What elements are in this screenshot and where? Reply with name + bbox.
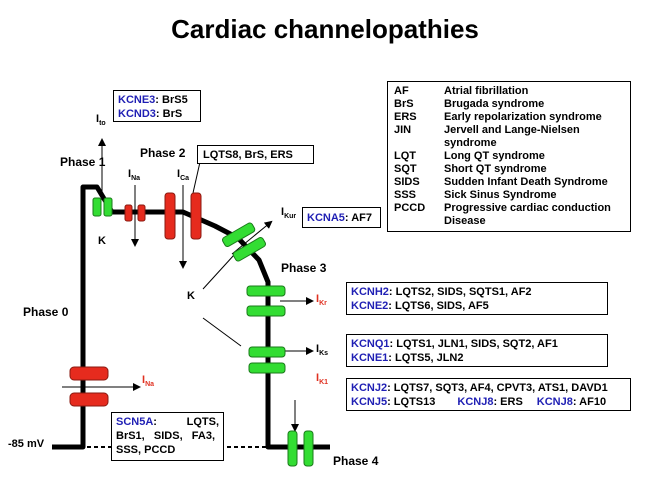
abbreviation-row: JIN Jervell and Lange-Nielsen syndrome bbox=[394, 124, 624, 150]
abbreviation-meaning: Progressive cardiac conduction Disease bbox=[444, 202, 611, 227]
abbreviation-meaning: Sudden Infant Death Syndrome bbox=[444, 176, 608, 188]
callout-line-a bbox=[192, 161, 201, 194]
phase-1-label: Phase 1 bbox=[60, 155, 106, 169]
callout-line-c bbox=[202, 317, 242, 347]
ito-channel bbox=[92, 197, 113, 217]
gene-scn5a: SCN5A bbox=[116, 416, 154, 428]
voltage-label: -85 mV bbox=[8, 438, 45, 450]
kcnj2-box: KCNJ2: LQTS7, SQT3, AF4, CPVT3, ATS1, DA… bbox=[346, 378, 631, 411]
abbreviation-row: ERS Early repolarization syndrome bbox=[394, 111, 624, 124]
abbreviation-key: PCCD bbox=[394, 202, 426, 214]
kcnh2-box: KCNH2: LQTS2, SIDS, SQTS1, AF2 KCNE2: LQ… bbox=[346, 282, 608, 315]
abbreviation-key: AF bbox=[394, 85, 409, 97]
ina-top-channel bbox=[124, 204, 146, 222]
abbreviation-key: LQT bbox=[394, 150, 416, 162]
ica-channel bbox=[164, 192, 202, 240]
ikur-arrow bbox=[231, 220, 273, 255]
ikr-channel bbox=[246, 285, 286, 317]
abbreviation-meaning: Jervell and Lange-Nielsen syndrome bbox=[444, 124, 580, 149]
kcnq1-box: KCNQ1: LQTS1, JLN1, SIDS, SQT2, AF1 KCNE… bbox=[346, 334, 608, 367]
abbreviation-row: SQT Short QT syndrome bbox=[394, 163, 624, 176]
gene-kcnj8-b: KCNJ8 bbox=[536, 396, 573, 408]
abbreviation-row: SIDS Sudden Infant Death Syndrome bbox=[394, 176, 624, 189]
slide-title: Cardiac channelopathies bbox=[171, 14, 479, 44]
abbreviation-meaning: Long QT syndrome bbox=[444, 150, 545, 162]
kcne3-box: KCNE3: BrS5 KCND3: BrS bbox=[113, 90, 201, 122]
ik1-channel bbox=[287, 430, 314, 467]
iks-label: IKs bbox=[316, 343, 328, 357]
abbreviation-meaning: Short QT syndrome bbox=[444, 163, 547, 175]
abbreviation-row: PCCD Progressive cardiac conduction Disea… bbox=[394, 202, 624, 228]
abbreviation-key: BrS bbox=[394, 98, 414, 110]
phase-4-label: Phase 4 bbox=[333, 454, 379, 468]
abbreviation-meaning: Atrial fibrillation bbox=[444, 85, 529, 97]
abbreviation-key: SQT bbox=[394, 163, 417, 175]
ik1-label: IK1 bbox=[316, 372, 328, 386]
gene-kcnj8-a: KCNJ8 bbox=[457, 396, 494, 408]
ica-label: ICa bbox=[177, 168, 189, 182]
gene-kcne3: KCNE3 bbox=[118, 94, 156, 106]
phase-3-label: Phase 3 bbox=[281, 261, 327, 275]
abbreviation-row: AF Atrial fibrillation bbox=[394, 85, 624, 98]
abbreviation-row: BrS Brugada syndrome bbox=[394, 98, 624, 111]
gene-kcne2: KCNE2 bbox=[351, 300, 389, 312]
abbreviation-meaning: Brugada syndrome bbox=[444, 98, 545, 110]
phase-0-label: Phase 0 bbox=[23, 305, 69, 319]
ina-top-label: INa bbox=[128, 168, 140, 182]
gene-kcnj5: KCNJ5 bbox=[351, 396, 388, 408]
k-label-top: K bbox=[98, 235, 106, 247]
phase-2-label: Phase 2 bbox=[140, 146, 186, 160]
scn5a-box: SCN5A:LQTS, BrS1, SIDS, FA3, SSS, PCCD bbox=[111, 412, 224, 461]
ito-label: Ito bbox=[96, 113, 106, 127]
abbreviation-key: ERS bbox=[394, 111, 417, 123]
ikur-channel bbox=[222, 222, 266, 262]
ina-bottom-channel bbox=[69, 366, 109, 407]
abbreviation-meaning: Sick Sinus Syndrome bbox=[444, 189, 557, 201]
iks-channel bbox=[248, 346, 286, 374]
abbreviation-meaning: Early repolarization syndrome bbox=[444, 111, 602, 123]
gene-kcnd3: KCND3 bbox=[118, 108, 156, 120]
gene-kcne1: KCNE1 bbox=[351, 352, 389, 364]
k-label-mid: K bbox=[187, 290, 195, 302]
abbreviation-key: SSS bbox=[394, 189, 417, 201]
gene-kcnq1: KCNQ1 bbox=[351, 338, 390, 350]
gene-kcna5: KCNA5 bbox=[307, 212, 345, 224]
abbreviation-key: SIDS bbox=[394, 176, 420, 188]
ica-disease-box: LQTS8, BrS, ERS bbox=[197, 145, 314, 164]
gene-kcnj2: KCNJ2 bbox=[351, 382, 388, 394]
ikur-label: IKur bbox=[281, 206, 296, 220]
gene-kcnh2: KCNH2 bbox=[351, 286, 389, 298]
abbreviation-row: SSS Sick Sinus Syndrome bbox=[394, 189, 624, 202]
abbreviation-row: LQT Long QT syndrome bbox=[394, 150, 624, 163]
ikr-label: IKr bbox=[316, 293, 327, 307]
ina-bottom-label: INa bbox=[142, 374, 154, 388]
callout-line-b bbox=[202, 254, 235, 290]
abbreviation-key: JIN bbox=[394, 124, 412, 136]
kcna5-box: KCNA5: AF7 bbox=[302, 207, 381, 228]
